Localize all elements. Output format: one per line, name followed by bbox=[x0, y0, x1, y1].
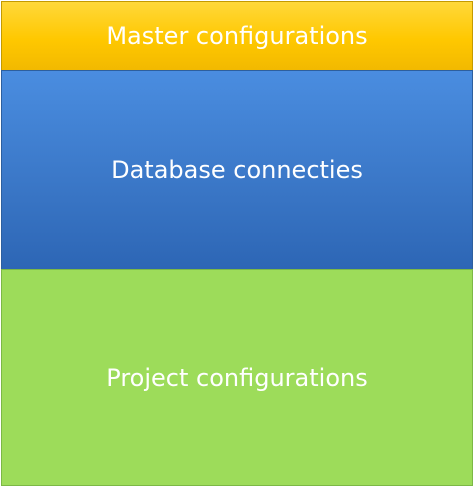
master-configurations-label: Master configurations bbox=[106, 22, 368, 50]
database-connecties-label: Database connecties bbox=[111, 156, 363, 184]
project-configurations-layer: Project configurations bbox=[1, 269, 473, 486]
database-connecties-layer: Database connecties bbox=[1, 70, 473, 270]
project-configurations-label: Project configurations bbox=[106, 363, 368, 392]
master-configurations-layer: Master configurations bbox=[1, 1, 473, 71]
